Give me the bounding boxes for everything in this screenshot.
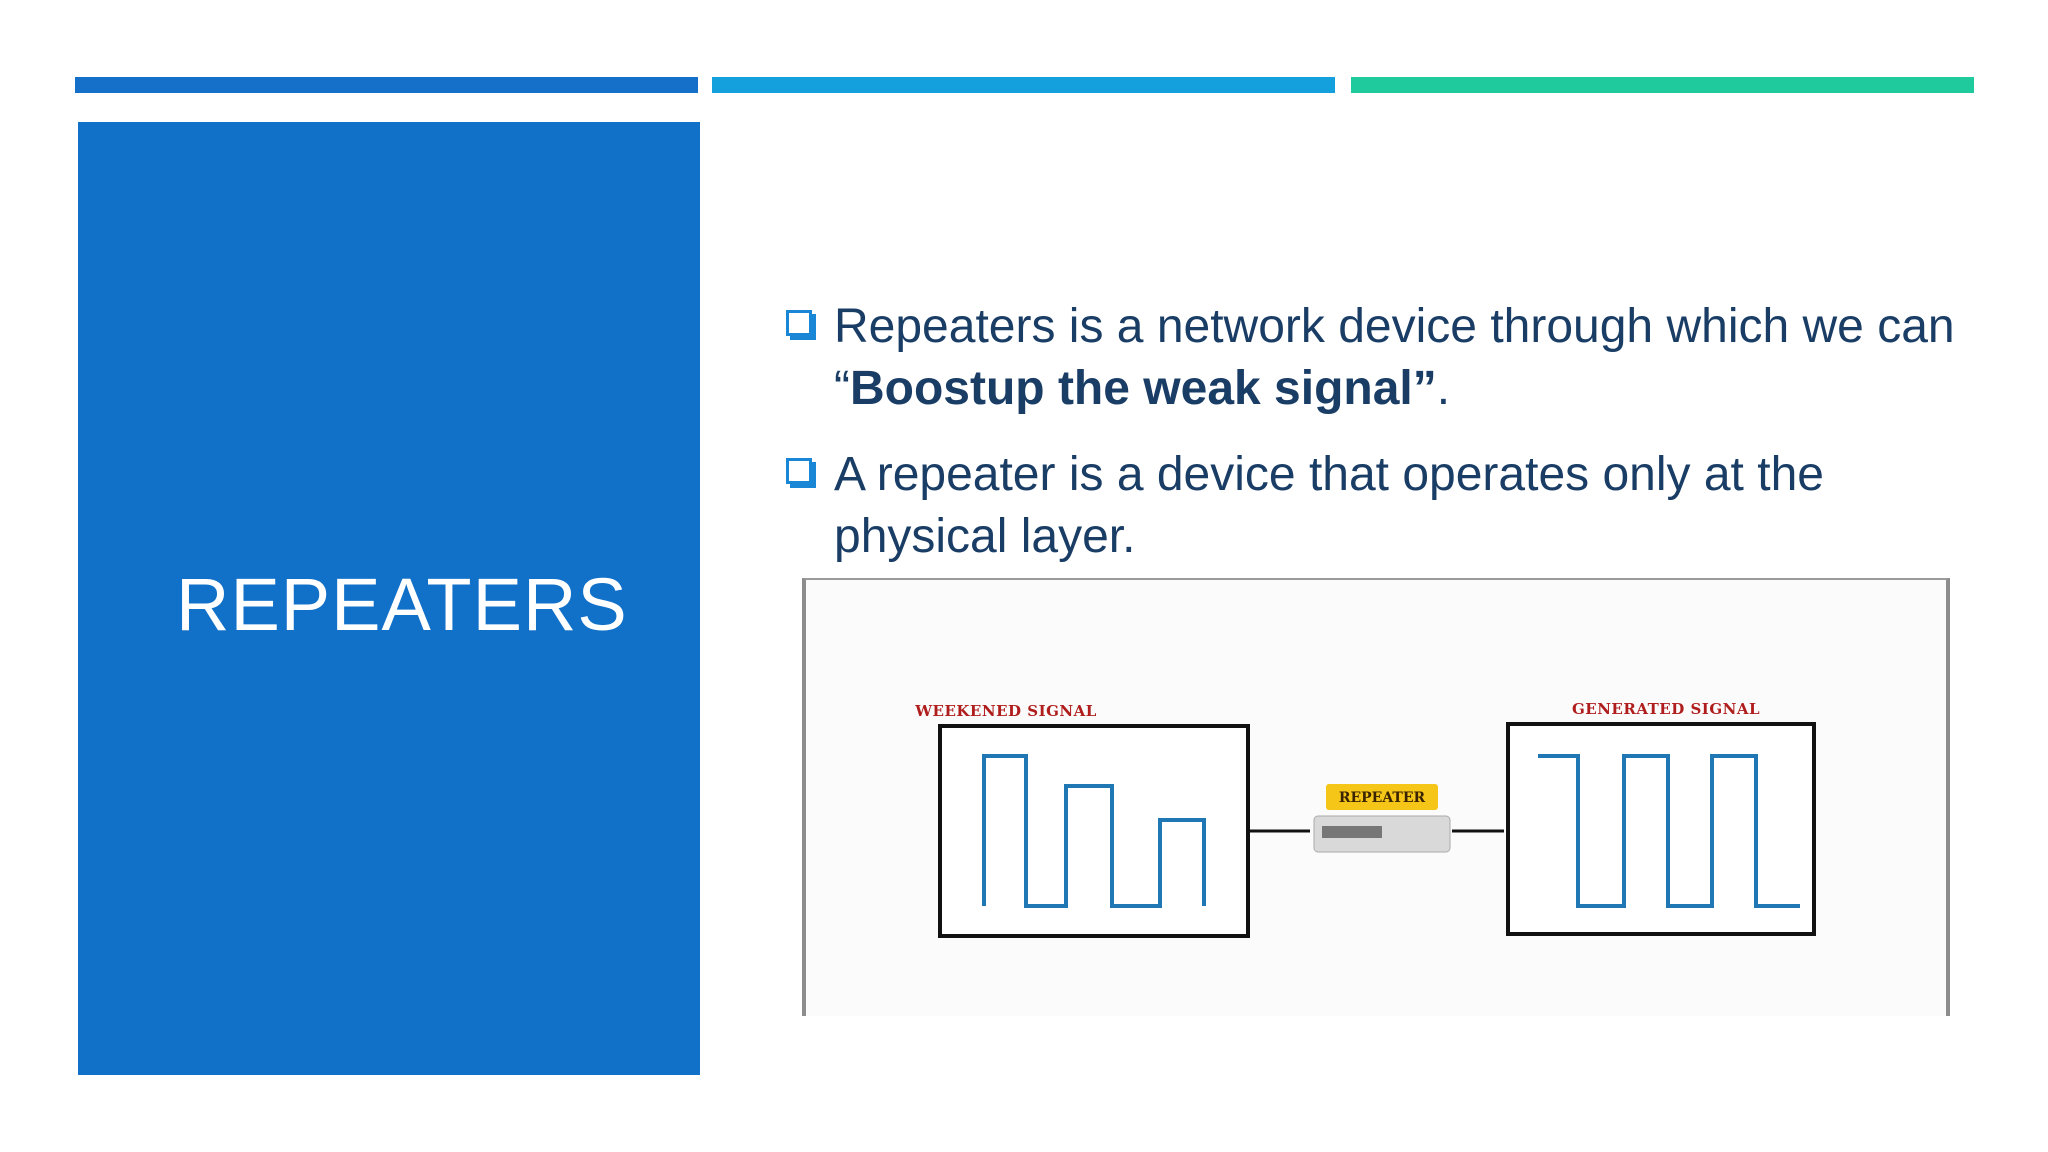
generated-signal-box — [1506, 722, 1816, 936]
bullet-text: Repeaters is a network device through wh… — [834, 300, 1955, 415]
generated-signal-label: GENERATED SIGNAL — [1572, 700, 1760, 718]
repeater-ports — [1322, 826, 1382, 838]
slide-title: REPEATERS — [176, 563, 628, 646]
diagram-svg: WEEKENED SIGNAL REPEATER GENERATED SIGNA… — [914, 700, 1816, 938]
accent-bar-3 — [1351, 77, 1974, 93]
bullet-bold-text: Boostup the weak signal” — [849, 362, 1437, 415]
accent-bar-2 — [712, 77, 1335, 93]
repeater-label-tag — [1326, 784, 1438, 810]
checkbox-bullet-icon — [786, 458, 812, 484]
bullet-text: A repeater is a device that operates onl… — [834, 448, 1824, 563]
weakened-signal-wave — [982, 754, 1206, 908]
repeater-diagram: WEEKENED SIGNAL REPEATER GENERATED SIGNA… — [802, 578, 1950, 1016]
repeater-label: REPEATER — [1339, 790, 1426, 806]
bullet-item: Repeaters is a network device through wh… — [784, 296, 1964, 420]
bullet-suffix: . — [1436, 362, 1451, 415]
bullet-item: A repeater is a device that operates onl… — [784, 444, 1964, 568]
weakened-signal-label: WEEKENED SIGNAL — [914, 702, 1097, 720]
bullet-list: Repeaters is a network device through wh… — [784, 296, 1964, 592]
checkbox-bullet-icon — [786, 310, 812, 336]
title-panel: REPEATERS — [78, 122, 700, 1075]
generated-signal-wave — [1538, 754, 1800, 908]
accent-bar-1 — [75, 77, 698, 93]
weakened-signal-box — [938, 724, 1250, 938]
